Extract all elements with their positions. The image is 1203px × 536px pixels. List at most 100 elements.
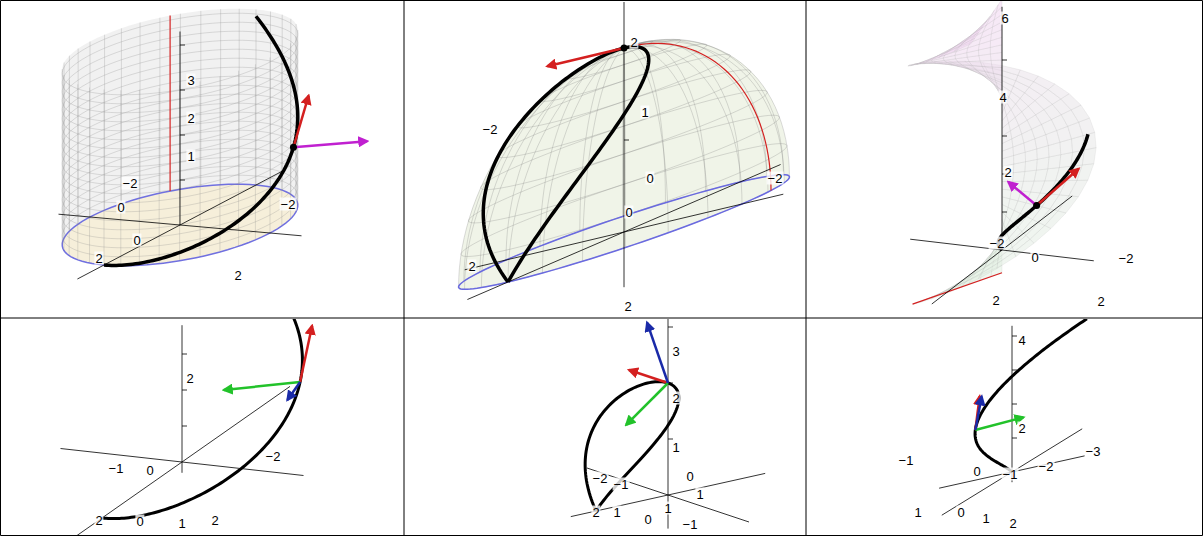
tick-label: 0 xyxy=(145,464,154,477)
tick-label: 1 xyxy=(695,488,704,501)
helicoid-surface xyxy=(939,46,960,58)
axis-tick xyxy=(182,426,187,427)
sphere-grid xyxy=(583,48,624,261)
cylinder-grid xyxy=(62,69,63,245)
space-curve xyxy=(104,16,298,265)
tick-label: 4 xyxy=(998,91,1007,104)
table-border xyxy=(0,1,1,536)
tick-label: 0 xyxy=(116,201,125,214)
cylinder-grid xyxy=(64,63,65,239)
cylinder-grid xyxy=(69,56,70,232)
helicoid-surface xyxy=(1030,226,1051,244)
helicoid-surface xyxy=(1018,70,1038,82)
tick-label: 6 xyxy=(1000,12,1009,25)
vector-arrow xyxy=(293,96,308,148)
tick-label: 2 xyxy=(1008,517,1017,530)
sphere-grid xyxy=(481,48,624,288)
tick-label: −2 xyxy=(482,123,499,136)
space-curve xyxy=(585,382,679,511)
cylinder-grid xyxy=(290,43,291,219)
space-curve xyxy=(483,47,648,282)
tick-label: 2 xyxy=(94,514,103,527)
cylinder-grid xyxy=(270,58,271,234)
tick-label: −3 xyxy=(1085,445,1102,458)
tick-label: 0 xyxy=(645,172,654,185)
tick-label: 1 xyxy=(640,106,649,119)
tick-label: 0 xyxy=(132,234,141,247)
sphere-grid xyxy=(624,44,768,192)
tick-label: −2 xyxy=(592,472,609,485)
helicoid-surface xyxy=(972,21,987,34)
helicoid-surface xyxy=(986,12,996,25)
cylinder-grid xyxy=(104,35,105,211)
tick-label: 2 xyxy=(623,300,632,313)
sphere-grid xyxy=(624,48,708,218)
table-border xyxy=(1202,1,1203,536)
tick-label: 2 xyxy=(629,36,638,49)
curve-point xyxy=(621,45,628,52)
table-border xyxy=(806,1,807,536)
helicoid-surface xyxy=(954,38,975,51)
tick-label: 1 xyxy=(663,502,672,515)
vector-arrow xyxy=(975,396,981,430)
vector-arrow xyxy=(224,382,300,390)
axis-tick xyxy=(182,390,187,391)
helicoid-surface xyxy=(1069,180,1088,197)
cylinder-grid xyxy=(255,64,256,240)
cylinder-grid xyxy=(140,23,141,199)
red-ruling xyxy=(170,16,171,192)
vector-arrow xyxy=(647,323,668,383)
vector-arrow xyxy=(975,417,1023,430)
tick-label: −2 xyxy=(280,198,297,211)
tick-label: 1 xyxy=(612,506,621,519)
helicoid-surface xyxy=(926,52,947,62)
curve-point xyxy=(1033,202,1040,209)
axis-tick xyxy=(1002,60,1007,61)
vector-arrow xyxy=(293,141,367,147)
vector-arrow xyxy=(1037,169,1079,206)
panel xyxy=(908,1,1096,304)
tick-label: 2 xyxy=(467,260,476,273)
space-curve xyxy=(102,319,302,519)
axis-line xyxy=(180,32,181,226)
helicoid-surface xyxy=(1077,164,1094,181)
tick-label: −1 xyxy=(898,454,915,467)
tick-label: −1 xyxy=(1002,468,1019,481)
tick-label: 0 xyxy=(643,513,652,526)
tick-label: 1 xyxy=(913,506,922,519)
cylinder-surface xyxy=(62,9,298,266)
cylinder-grid xyxy=(159,88,160,264)
tick-label: 2 xyxy=(186,112,195,125)
space-curve xyxy=(975,319,1087,472)
sphere-grid xyxy=(580,48,624,231)
tick-label: 2 xyxy=(991,294,1000,307)
space-curve xyxy=(998,134,1088,250)
table-border xyxy=(404,1,405,536)
tick-label: −2 xyxy=(1118,252,1135,265)
tick-label: 3 xyxy=(671,345,680,358)
vector-arrow xyxy=(300,326,312,382)
axis-tick xyxy=(180,180,185,181)
vector-arrow xyxy=(629,370,668,383)
axis-tick xyxy=(180,45,185,46)
sphere-grid xyxy=(508,48,624,282)
tick-label: 2 xyxy=(1017,422,1026,435)
panel xyxy=(59,9,368,279)
table-border xyxy=(1,318,1203,319)
panel xyxy=(459,2,790,300)
tick-label: 4 xyxy=(1017,334,1026,347)
sphere-grid xyxy=(542,48,624,273)
cylinder-grid xyxy=(200,81,201,257)
helicoid-surface xyxy=(1013,171,1025,181)
axis-tick xyxy=(624,140,629,141)
tick-label: 1 xyxy=(671,441,680,454)
panel xyxy=(571,319,765,529)
axis-tick xyxy=(668,439,673,440)
tick-label: 1 xyxy=(981,512,990,525)
tick-label: 0 xyxy=(685,470,694,483)
cylinder-grid xyxy=(78,49,79,225)
tick-label: 2 xyxy=(1096,295,1105,308)
tick-label: −2 xyxy=(265,450,282,463)
